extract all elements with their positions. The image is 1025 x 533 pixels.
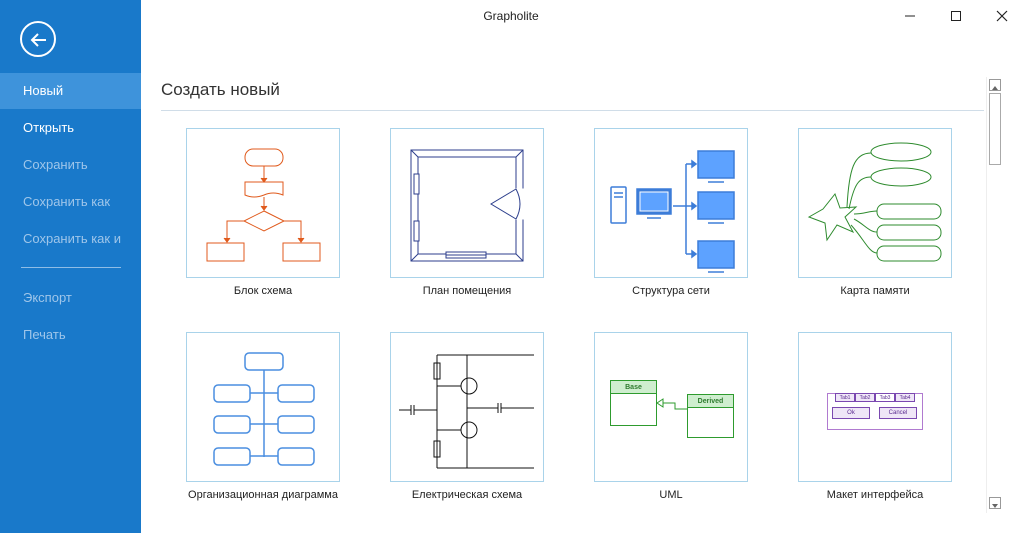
sidebar-item-save[interactable]: Сохранить (23, 157, 88, 172)
template-label: Структура сети (632, 285, 710, 297)
network-thumbnail (610, 150, 735, 273)
scroll-down-button[interactable] (989, 497, 1001, 509)
sidebar-divider (21, 267, 121, 268)
template-electrical[interactable] (390, 332, 544, 482)
org-chart-thumbnail (213, 352, 315, 466)
minimize-button[interactable] (887, 0, 933, 32)
template-label: План помещения (422, 285, 512, 297)
chevron-up-icon (992, 86, 998, 90)
mockup-tab: Tab1 (835, 393, 855, 402)
minimize-icon (905, 15, 915, 17)
heading-divider (161, 110, 984, 111)
flowchart-thumbnail (206, 148, 321, 262)
sidebar-item-save-as-2[interactable]: Сохранить как и (23, 231, 121, 246)
template-floor-plan[interactable] (390, 128, 544, 278)
mockup-cancel-button: Cancel (879, 407, 917, 419)
uml-derived-title: Derived (688, 395, 733, 408)
uml-derived-class: Derived (687, 394, 734, 438)
scrollbar-thumb[interactable] (989, 93, 1001, 165)
template-label: Блок схема (233, 285, 293, 297)
template-network[interactable] (594, 128, 748, 278)
sidebar-item-new[interactable]: Новый (0, 73, 141, 109)
template-org-chart[interactable] (186, 332, 340, 482)
sidebar-item-open[interactable]: Открыть (23, 120, 75, 135)
maximize-icon (951, 11, 961, 21)
sidebar-item-print[interactable]: Печать (23, 327, 66, 342)
template-mind-map[interactable] (798, 128, 952, 278)
mockup-tab: Tab4 (895, 393, 915, 402)
close-icon (996, 10, 1008, 22)
sidebar-item-export[interactable]: Экспорт (23, 290, 72, 305)
mind-map-thumbnail (807, 142, 942, 262)
mockup-ok-button: Ok (832, 407, 870, 419)
title-bar: Grapholite (141, 0, 1025, 32)
close-button[interactable] (979, 0, 1025, 32)
floor-plan-thumbnail (410, 149, 525, 262)
mockup-tab: Tab2 (855, 393, 875, 402)
sidebar-item-save-as[interactable]: Сохранить как (23, 194, 111, 209)
window-title: Grapholite (483, 9, 539, 23)
uml-base-title: Base (611, 381, 656, 394)
mockup-tab: Tab3 (875, 393, 895, 402)
sidebar: Новый Открыть Сохранить Сохранить как Со… (0, 0, 141, 533)
template-uml[interactable]: Base Derived (594, 332, 748, 482)
template-label: Организационная диаграмма (188, 489, 338, 501)
arrow-left-icon (30, 33, 46, 47)
template-label: UML (659, 489, 683, 501)
chevron-down-icon (992, 504, 998, 508)
template-label: Макет интерфейса (826, 489, 924, 501)
back-button[interactable] (20, 21, 56, 57)
template-label: Електрическая схема (411, 489, 523, 501)
vertical-scrollbar[interactable] (986, 77, 1002, 513)
page-title: Создать новый (161, 80, 280, 99)
uml-connector (656, 398, 687, 410)
maximize-button[interactable] (933, 0, 979, 32)
template-flowchart[interactable] (186, 128, 340, 278)
scroll-up-button[interactable] (989, 79, 1001, 91)
electrical-thumbnail (399, 354, 534, 469)
template-label: Карта памяти (840, 285, 910, 297)
